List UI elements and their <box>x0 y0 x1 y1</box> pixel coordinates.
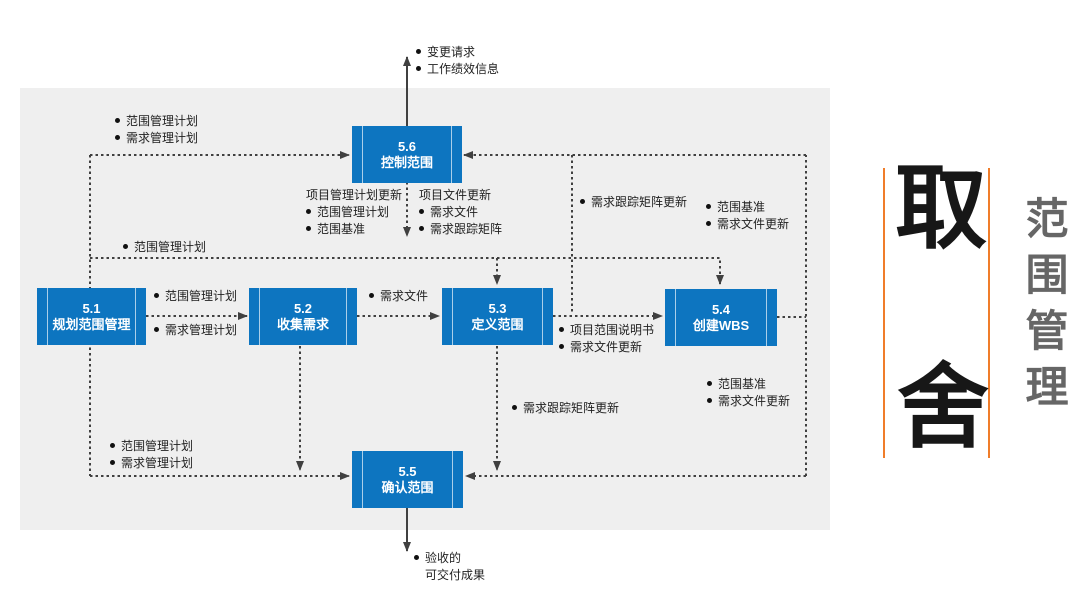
label-53-to-54: 项目范围说明书 需求文件更新 <box>559 322 654 356</box>
edge-51-bus-to-54 <box>90 257 724 285</box>
process-name: 收集需求 <box>276 316 329 332</box>
process-id: 5.2 <box>293 300 313 316</box>
big-char-she: 舍 <box>897 357 990 459</box>
label-pm-plan-updates: 项目管理计划更新 范围管理计划 范围基准 <box>306 188 403 236</box>
process-name: 确认范围 <box>381 479 434 495</box>
label-rtm-update-top: 需求跟踪矩阵更新 <box>580 194 687 211</box>
process-name: 创建WBS <box>692 317 750 333</box>
label-top-left-outputs: 范围管理计划 需求管理计划 <box>115 113 198 147</box>
big-char-qu: 取 <box>895 158 988 260</box>
process-name: 控制范围 <box>380 154 433 170</box>
side-vertical-title: 范围管理 <box>1019 196 1067 420</box>
process-box-5-1: 5.1 规划范围管理 <box>37 288 146 345</box>
process-box-5-6: 5.6 控制范围 <box>352 126 462 183</box>
label-control-scope-outputs: 变更请求 工作绩效信息 <box>416 44 499 78</box>
label-doc-updates: 项目文件更新 需求文件 需求跟踪矩阵 <box>419 188 503 236</box>
process-id: 5.3 <box>488 300 507 316</box>
accent-line-left <box>883 168 885 458</box>
label-baseline-bottom: 范围基准 需求文件更新 <box>707 376 790 410</box>
label-52-to-53: 需求文件 <box>369 288 428 305</box>
accent-line-right <box>988 168 990 458</box>
label-bottom-left-outputs: 范围管理计划 需求管理计划 <box>110 438 193 472</box>
label-accepted-deliverables: 验收的 可交付成果 <box>414 550 485 584</box>
process-box-5-4: 5.4 创建WBS <box>665 289 777 346</box>
process-id: 5.4 <box>711 301 731 317</box>
process-name: 规划范围管理 <box>52 316 131 332</box>
label-51-to-52-a: 范围管理计划 <box>154 288 237 305</box>
process-id: 5.6 <box>397 138 417 154</box>
process-id: 5.5 <box>398 463 417 479</box>
label-rtm-update-bottom: 需求跟踪矩阵更新 <box>512 400 619 417</box>
process-name: 定义范围 <box>471 316 524 332</box>
process-id: 5.1 <box>82 300 101 316</box>
process-box-5-2: 5.2 收集需求 <box>249 288 357 345</box>
label-51-to-52-b: 需求管理计划 <box>154 322 237 339</box>
label-scope-plan-mid: 范围管理计划 <box>123 239 206 256</box>
process-box-5-3: 5.3 定义范围 <box>442 288 553 345</box>
process-box-5-5: 5.5 确认范围 <box>352 451 463 508</box>
label-baseline-top: 范围基准 需求文件更新 <box>706 199 789 233</box>
